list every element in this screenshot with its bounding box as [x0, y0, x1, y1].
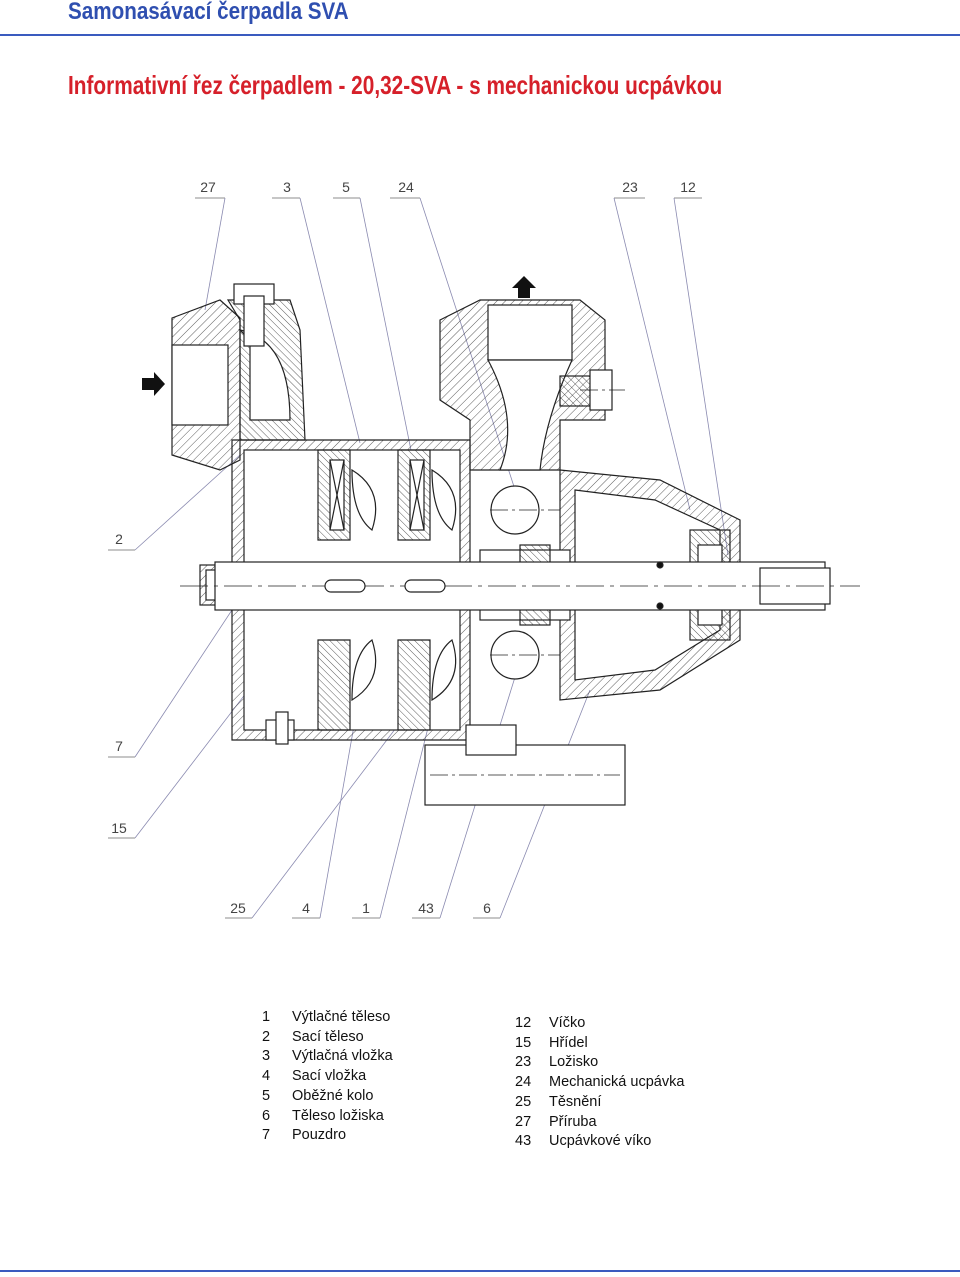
- pump-body: [171, 283, 741, 806]
- callout-23: 23: [622, 179, 638, 195]
- legend-item: 6 Těleso ložiska: [262, 1107, 393, 1127]
- callout-4: 4: [302, 900, 310, 916]
- legend-item-number: 5: [262, 1087, 271, 1104]
- drawing-title: Informativní řez čerpadlem - 20,32-SVA -…: [68, 70, 723, 100]
- legend-item-number: 1: [262, 1009, 271, 1025]
- legend-item-number: 7: [262, 1127, 271, 1144]
- legend-item-number: 43: [515, 1133, 532, 1150]
- legend-item: 4 Sací vložka: [262, 1067, 393, 1087]
- callout-12: 12: [680, 179, 696, 195]
- legend-item-label: Hřídel: [549, 1034, 588, 1051]
- legend-item: 1 Výtlačné těleso: [262, 1008, 393, 1028]
- legend-item-label: Výtlačná vložka: [292, 1048, 393, 1065]
- legend-item-number: 24: [515, 1074, 532, 1091]
- pump-cross-section-drawing: 27 3 5 24 23 12 2 7 15 25 4 1 43 6: [108, 179, 860, 919]
- callout-27: 27: [200, 179, 216, 195]
- callout-2: 2: [115, 531, 123, 547]
- outlet-arrow-icon: [512, 276, 536, 298]
- legend-item-number: 3: [262, 1048, 271, 1065]
- callout-6: 6: [483, 900, 491, 916]
- legend-item: 24 Mechanická ucpávka: [515, 1073, 684, 1093]
- legend-item-label: Ložisko: [549, 1054, 599, 1071]
- callout-3: 3: [283, 179, 291, 195]
- legend-parts-left: 1 Výtlačné těleso 2 Sací těleso 3 Výtlačná …: [262, 1008, 393, 1146]
- legend-item-number: 25: [515, 1093, 532, 1110]
- legend-item-number: 23: [515, 1054, 532, 1071]
- legend-item-number: 2: [262, 1028, 271, 1045]
- legend-item-number: 6: [262, 1107, 271, 1124]
- legend-item-label: Příruba: [549, 1113, 597, 1130]
- legend-item-label: Mechanická ucpávka: [549, 1074, 685, 1091]
- callout-15: 15: [111, 820, 127, 836]
- legend-item-number: 12: [515, 1015, 532, 1031]
- legend-item-label: Ucpávkové víko: [549, 1133, 652, 1150]
- legend-item-number: 27: [515, 1113, 532, 1130]
- page-title: Samonasávací čerpadla SVA: [68, 0, 349, 25]
- callout-5: 5: [342, 179, 350, 195]
- legend-item-label: Těsnění: [549, 1093, 602, 1110]
- legend-item: 7 Pouzdro: [262, 1126, 393, 1146]
- footer-rule: [0, 1270, 960, 1272]
- callout-25: 25: [230, 900, 246, 916]
- legend-item: 2 Sací těleso: [262, 1028, 393, 1048]
- legend-item: 23 Ložisko: [515, 1053, 684, 1073]
- legend-item-label: Těleso ložiska: [292, 1107, 384, 1124]
- legend-item: 15 Hřídel: [515, 1034, 684, 1054]
- callout-7: 7: [115, 738, 123, 754]
- callout-43: 43: [418, 900, 434, 916]
- callout-24: 24: [398, 179, 414, 195]
- legend-item: 43 Ucpávkové víko: [515, 1132, 684, 1152]
- legend-parts-right: 12 Víčko 15 Hřídel 23 Ložisko 24 Mechanická …: [515, 1014, 684, 1152]
- header-rule: [0, 34, 960, 36]
- legend-item: 27 Příruba: [515, 1113, 684, 1133]
- callouts-top: 27 3 5 24 23 12: [195, 179, 702, 199]
- legend-item-label: Sací vložka: [292, 1068, 367, 1085]
- legend-item-number: 15: [515, 1034, 532, 1051]
- legend-item-number: 4: [262, 1068, 271, 1085]
- callout-1: 1: [362, 900, 370, 916]
- legend-item: 5 Oběžné kolo: [262, 1087, 393, 1107]
- legend-item: 3 Výtlačná vložka: [262, 1047, 393, 1067]
- legend-item-label: Sací těleso: [292, 1028, 364, 1045]
- inlet-arrow-icon: [142, 372, 165, 396]
- legend-item: 12 Víčko: [515, 1014, 684, 1034]
- callouts-side: 2 7 15 25 4 1 43 6: [108, 531, 500, 919]
- legend-item-label: Pouzdro: [292, 1127, 347, 1144]
- legend-item-label: Víčko: [549, 1015, 586, 1031]
- centre-lines: [430, 389, 625, 776]
- shaft: [180, 561, 860, 611]
- legend-item: 25 Těsnění: [515, 1093, 684, 1113]
- legend-item-label: Oběžné kolo: [292, 1087, 374, 1104]
- legend-item-label: Výtlačné těleso: [292, 1009, 391, 1025]
